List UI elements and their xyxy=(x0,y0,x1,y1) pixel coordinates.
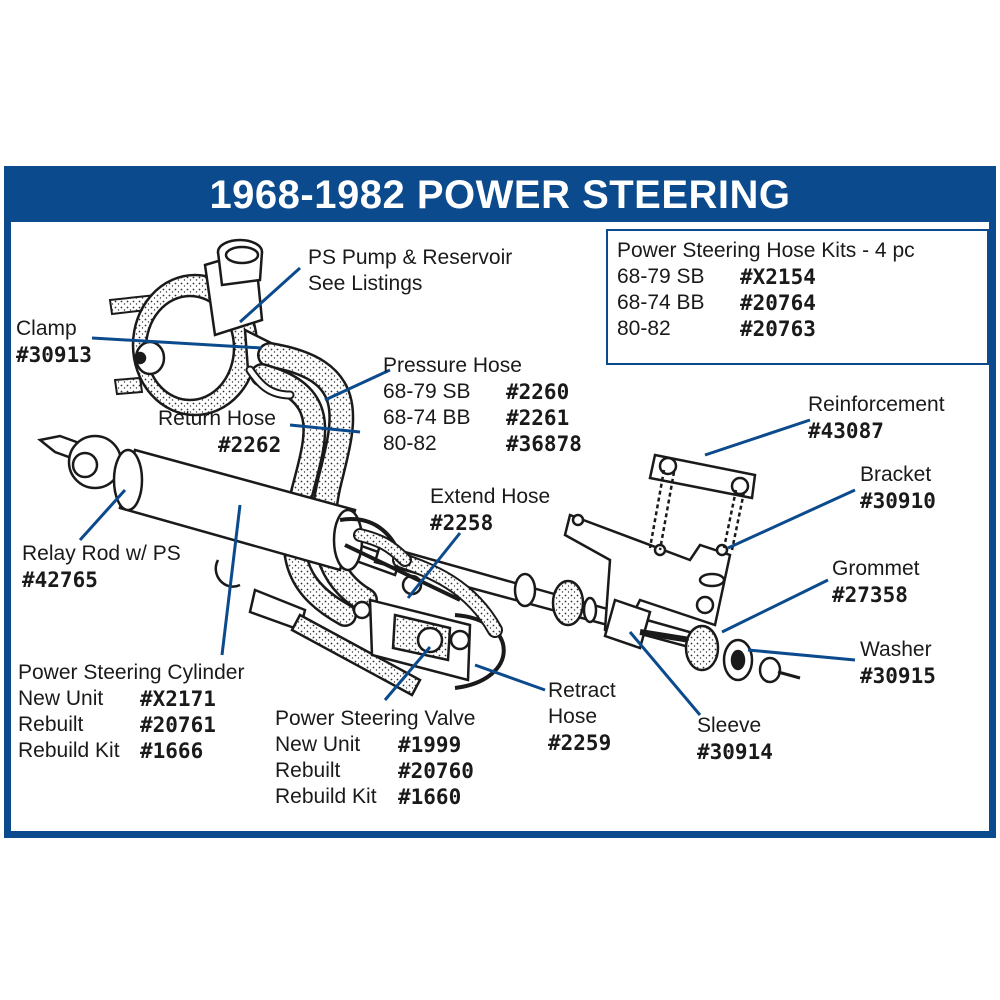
grommet-washer-stack xyxy=(639,572,801,684)
hose-kits-heading: Power Steering Hose Kits - 4 pc xyxy=(617,239,915,262)
pressure-hose-label: Pressure Hose xyxy=(383,354,522,377)
reinforcement xyxy=(648,453,757,551)
pressure-hose-row-label: 80-82 xyxy=(383,432,437,455)
hose-kits-box xyxy=(606,229,989,365)
valve-part: #1999 xyxy=(398,733,462,757)
washer-label: Washer xyxy=(860,638,932,661)
hose-kit-label: 68-74 BB xyxy=(617,291,705,314)
title-bar xyxy=(4,166,996,222)
clamp-part: #30913 xyxy=(16,343,92,367)
valve-row-label: Rebuilt xyxy=(275,759,341,782)
grommet-label: Grommet xyxy=(832,557,920,580)
retract-hose-label: Retract xyxy=(548,679,616,702)
leader-lines xyxy=(78,266,856,716)
cylinder-row-label: Rebuilt xyxy=(18,713,84,736)
relay-rod-label: Relay Rod w/ PS xyxy=(22,542,181,565)
cylinder-part: #X2171 xyxy=(140,687,216,711)
cylinder-row-label: New Unit xyxy=(18,687,104,710)
return-hose-label: Return Hose xyxy=(158,407,276,430)
sleeve-part: #30914 xyxy=(697,740,773,764)
pressure-hose-part: #36878 xyxy=(506,432,582,456)
reinforcement-part: #43087 xyxy=(808,419,884,443)
cylinder-row-label: Rebuild Kit xyxy=(18,739,120,762)
valve-label: Power Steering Valve xyxy=(275,707,476,730)
retract-hose-label-2: Hose xyxy=(548,705,598,728)
pump-note: See Listings xyxy=(308,272,423,295)
clamp-label: Clamp xyxy=(16,317,77,340)
relay-rod-part: #42765 xyxy=(22,568,98,592)
pressure-hose-row-label: 68-74 BB xyxy=(383,406,471,429)
pump-label: PS Pump & Reservoir xyxy=(308,246,513,269)
reinforcement-label: Reinforcement xyxy=(808,393,945,416)
valve-row-label: New Unit xyxy=(275,733,361,756)
ps-pump xyxy=(131,238,277,417)
hose-kit-part: #20764 xyxy=(740,291,816,315)
bracket xyxy=(563,513,732,650)
extend-hose xyxy=(353,528,503,638)
sleeve-label: Sleeve xyxy=(697,714,762,737)
hose-kit-part: #20763 xyxy=(740,317,816,341)
valve-row-label: Rebuild Kit xyxy=(275,785,377,808)
cylinder-part: #20761 xyxy=(140,713,216,737)
extend-hose-part: #2258 xyxy=(430,511,494,535)
hose-kit-label: 80-82 xyxy=(617,317,671,340)
rod-end-hardware xyxy=(513,572,598,627)
retract-hose-part: #2259 xyxy=(548,731,612,755)
extend-hose-label: Extend Hose xyxy=(430,485,551,508)
hose-kit-part: #X2154 xyxy=(740,265,816,289)
bracket-label: Bracket xyxy=(860,463,932,486)
pressure-hose-part: #2260 xyxy=(506,380,570,404)
ps-cylinder xyxy=(112,448,422,697)
grommet-part: #27358 xyxy=(832,583,908,607)
washer-part: #30915 xyxy=(860,664,936,688)
bracket-part: #30910 xyxy=(860,489,936,513)
valve-part: #20760 xyxy=(398,759,474,783)
diagram-title: 1968-1982 POWER STEERING xyxy=(209,173,791,217)
cylinder-part: #1666 xyxy=(140,739,204,763)
hose-kit-label: 68-79 SB xyxy=(617,265,705,288)
pressure-hose-part: #2261 xyxy=(506,406,570,430)
valve-part: #1660 xyxy=(398,785,462,809)
return-hose-part: #2262 xyxy=(218,433,282,457)
cylinder-label: Power Steering Cylinder xyxy=(18,661,245,684)
pressure-hose-row-label: 68-79 SB xyxy=(383,380,471,403)
